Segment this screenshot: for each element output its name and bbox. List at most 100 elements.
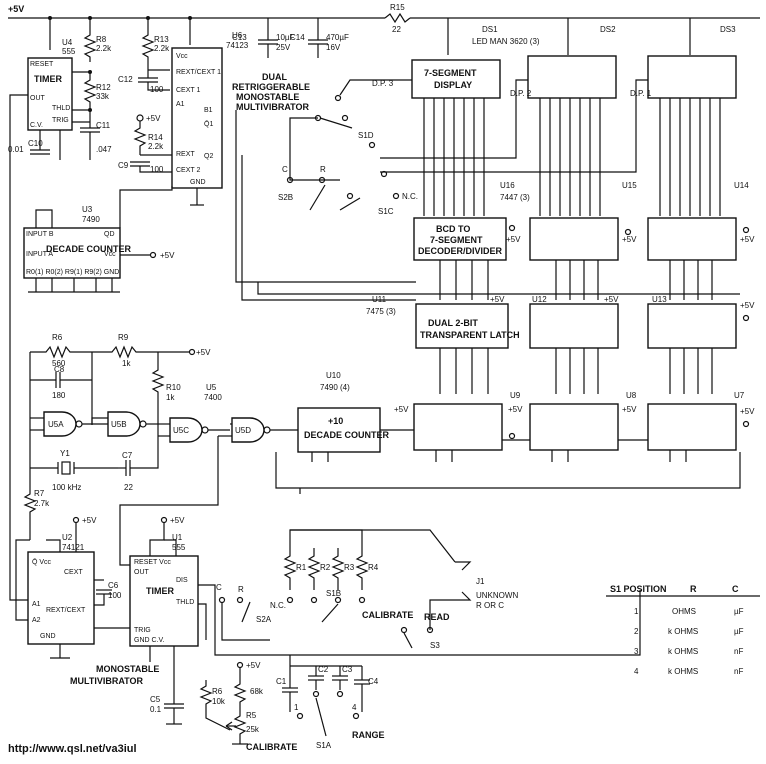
c4-label: C4 <box>368 677 379 686</box>
svg-text:Vcc: Vcc <box>104 251 116 258</box>
r68-value: 68k <box>250 687 264 696</box>
u10-label2: DECADE COUNTER <box>304 430 390 440</box>
u7-counter: U7 +5V <box>647 391 755 451</box>
svg-text:GND: GND <box>40 633 56 640</box>
ds1-label: 7-SEGMENT <box>424 68 477 78</box>
vcc-label: +5V <box>8 4 24 14</box>
s2a-label: S2A <box>256 615 272 624</box>
table-row-3-pos: 3 <box>634 647 639 656</box>
c3-capacitor: C3 <box>332 665 353 690</box>
c4-capacitor: C4 <box>354 666 379 712</box>
u3-label: DECADE COUNTER <box>46 244 132 254</box>
table-row-3-r: k OHMS <box>668 647 698 656</box>
r14-resistor: +5V R14 2.2k <box>133 114 164 155</box>
u10-ref: U10 <box>326 371 341 380</box>
u6-part: 74123 <box>226 41 249 50</box>
u16-label3: DECODER/DIVIDER <box>418 246 503 256</box>
c12-value: 100 <box>150 85 164 94</box>
dp2-label: D.P. 2 <box>510 89 532 98</box>
s2a-r-label: R <box>238 585 244 594</box>
svg-text:R0(1) R0(2) R9(1) R9(2) GND: R0(1) R0(2) R9(1) R9(2) GND <box>26 269 119 276</box>
j1-label: J1 <box>476 577 485 586</box>
c14-capacitor: C14 470µF 16V <box>290 33 349 58</box>
c10-value: 0.01 <box>8 145 24 154</box>
svg-text:CEXT: CEXT <box>64 569 83 576</box>
svg-text:+5V: +5V <box>146 114 161 123</box>
r3-label: R3 <box>344 563 355 572</box>
y1-crystal: Y1 100 kHz <box>30 449 118 492</box>
r12-value: 33k <box>96 92 110 101</box>
c5-capacitor: C5 0.1 <box>150 690 184 725</box>
ds1-part: LED MAN 3620 (3) <box>472 37 540 46</box>
svg-text:+5V: +5V <box>506 235 521 244</box>
c14-value2: 16V <box>326 43 341 52</box>
r13-label: R13 <box>154 35 169 44</box>
u10-label: +10 <box>328 416 343 426</box>
r13-resistor: R13 2.2k <box>141 30 170 70</box>
svg-text:Q2: Q2 <box>204 153 213 160</box>
svg-text:+5V: +5V <box>604 295 619 304</box>
read-label: READ <box>424 612 450 622</box>
u1-ref: U1 <box>172 533 183 542</box>
c7-capacitor: C7 22 <box>118 445 159 492</box>
svg-text:THLD: THLD <box>52 105 70 112</box>
s1b-switch: N.C. S1B <box>270 589 366 623</box>
s1-position-table: S1 POSITION R C 1 OHMS µF 2 k OHMS µF 3 … <box>606 584 760 676</box>
c14-value: 470µF <box>326 33 349 42</box>
u15-decoder: U15 +5V <box>529 181 637 261</box>
r10-label: R10 <box>166 383 181 392</box>
r1-resistor: R1 <box>283 548 307 590</box>
u2-mono: U2 74121 Q̄ Vcc CEXT A1 REXT/CEXT A2 GND… <box>27 533 159 686</box>
c5-label: C5 <box>150 695 161 704</box>
svg-text:+5V: +5V <box>160 251 175 260</box>
svg-text:A1: A1 <box>176 101 185 108</box>
u8-ref: U8 <box>626 391 637 400</box>
table-header-position: S1 POSITION <box>610 584 667 594</box>
u6-ref: U6 <box>232 31 243 40</box>
u5d-gate: U5D <box>231 417 271 443</box>
u9-ref: U9 <box>510 391 521 400</box>
u3-ref: U3 <box>82 205 93 214</box>
r12-label: R12 <box>96 83 111 92</box>
u16-decoder: U16 7447 (3) BCD TO 7-SEGMENT DECODER/DI… <box>413 181 530 261</box>
y1-label: Y1 <box>60 449 70 458</box>
svg-text:+5V: +5V <box>740 235 755 244</box>
svg-text:THLD: THLD <box>176 599 194 606</box>
ds2-display: DS2 D.P. 2 <box>510 25 617 99</box>
ds1-label2: DISPLAY <box>434 80 472 90</box>
svg-text:Vcc: Vcc <box>176 53 188 60</box>
r4-label: R4 <box>368 563 379 572</box>
s1a-label: S1A <box>316 741 332 750</box>
svg-text:TRIG: TRIG <box>134 627 151 634</box>
r8-label: R8 <box>96 35 107 44</box>
c1-capacitor: C1 <box>276 666 298 712</box>
u16-label: BCD TO <box>436 224 470 234</box>
table-row-1-pos: 1 <box>634 607 639 616</box>
svg-text:Q̄ Vcc: Q̄ Vcc <box>32 558 52 566</box>
r3-resistor: R3 <box>331 548 355 590</box>
u1-timer: U1 555 TIMER RESET Vcc OUT DIS THLD TRIG… <box>129 533 199 647</box>
u5b-label: U5B <box>111 420 127 429</box>
svg-text:B1: B1 <box>204 107 213 114</box>
c5-value: 0.1 <box>150 705 162 714</box>
u11-latch: U11 7475 (3) DUAL 2-BIT TRANSPARENT LATC… <box>366 295 520 349</box>
r14-label: R14 <box>148 133 163 142</box>
table-row-4-c: nF <box>734 667 743 676</box>
u2-label2: MULTIVIBRATOR <box>70 676 143 686</box>
table-header-c: C <box>732 584 739 594</box>
r8-value: 2.2k <box>96 44 112 53</box>
svg-text:+5V: +5V <box>490 295 505 304</box>
svg-text:A1: A1 <box>32 601 41 608</box>
r7-value: 2.7k <box>34 499 50 508</box>
u1-label: TIMER <box>146 586 174 596</box>
c7-value: 22 <box>124 483 133 492</box>
calibrate-pot-label: CALIBRATE <box>246 742 297 752</box>
svg-text:RESET Vcc: RESET Vcc <box>134 559 171 566</box>
nc-label: N.C. <box>402 192 418 201</box>
svg-text:+5V: +5V <box>622 235 637 244</box>
dp1-label: D.P. 1 <box>630 89 652 98</box>
svg-text:REXT/CEXT: REXT/CEXT <box>46 607 86 614</box>
u16-part: 7447 (3) <box>500 193 530 202</box>
r6-label: R6 <box>52 333 63 342</box>
